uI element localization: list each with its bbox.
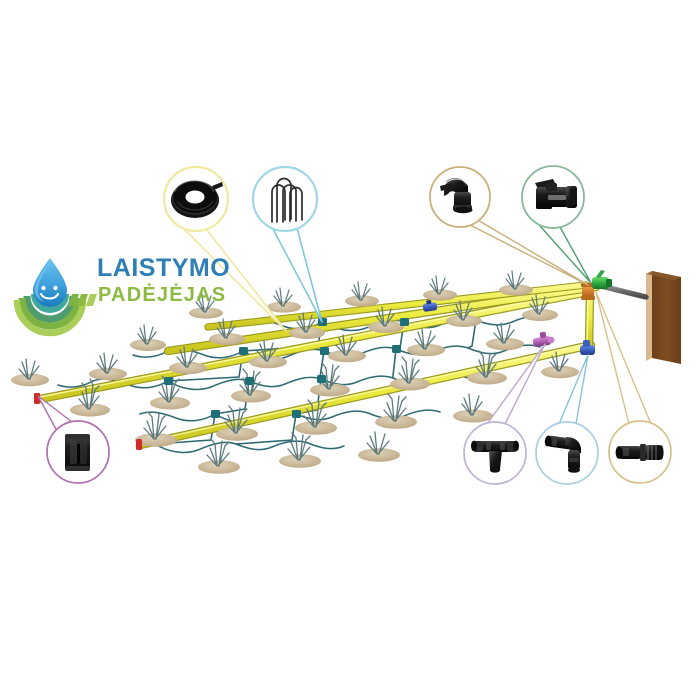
- black-tee-connector-icon: [471, 440, 519, 473]
- plant-cluster: [89, 352, 127, 381]
- plant-cluster: [279, 432, 321, 468]
- plant-cluster: [169, 346, 207, 375]
- teal-junction: [245, 377, 254, 385]
- plant-cluster: [423, 275, 457, 301]
- plant-cluster: [358, 431, 400, 462]
- brand-logo: [13, 258, 97, 337]
- plant-cluster: [267, 287, 301, 313]
- plant-cluster: [198, 438, 240, 474]
- plant-cluster: [453, 393, 493, 423]
- teal-junction: [164, 377, 173, 385]
- black-straight-coupling-icon: [615, 444, 664, 461]
- teal-junction: [400, 318, 409, 326]
- plant-cluster: [499, 270, 533, 296]
- plant-cluster: [328, 334, 366, 363]
- main-line-back: [35, 287, 593, 404]
- plant-cluster: [70, 378, 110, 417]
- callout-ground-stakes[interactable]: [251, 165, 319, 233]
- black-ball-valve-tap-icon: [535, 179, 577, 209]
- water-drop-icon: [33, 258, 67, 307]
- plant-cluster: [249, 340, 287, 369]
- callout-ring-elbow-connector: [535, 421, 599, 485]
- plant-cluster: [189, 293, 223, 319]
- plant-cluster: [407, 328, 445, 357]
- black-90-degree-elbow-icon: [440, 178, 473, 214]
- teal-junction: [292, 410, 301, 418]
- plant-cluster: [130, 324, 166, 351]
- plant-cluster: [368, 306, 404, 333]
- inline-fittings: [34, 270, 612, 450]
- callout-straight-coupling[interactable]: [608, 420, 672, 484]
- plant-cluster: [150, 375, 190, 410]
- smiley-face-icon: [39, 285, 60, 300]
- plant-cluster: [295, 399, 337, 435]
- teal-junction: [317, 375, 326, 383]
- green-tap-valve: [592, 270, 612, 289]
- callout-elbow-fitting[interactable]: [429, 166, 491, 228]
- teal-junction: [211, 410, 220, 418]
- plant-cluster: [289, 312, 325, 339]
- black-end-plug-icon: [65, 434, 90, 471]
- callout-tee-connector[interactable]: [463, 421, 527, 485]
- callout-elbow-connector[interactable]: [535, 421, 599, 485]
- plant-cluster: [345, 281, 379, 307]
- red-end-plug: [136, 439, 142, 450]
- plant-cluster: [216, 405, 258, 441]
- main-line-front: [135, 340, 596, 450]
- purple-tee-fitting: [532, 331, 555, 347]
- main-supply-lines: [35, 281, 601, 450]
- callout-leaders: [37, 218, 652, 432]
- teal-junction: [320, 347, 329, 355]
- plant-cluster: [390, 356, 430, 391]
- plant-cluster: [522, 294, 558, 321]
- blue-inline-connector: [422, 299, 438, 312]
- plant-cluster: [135, 411, 177, 447]
- logo-line-1: LAISTYMO: [97, 254, 231, 282]
- teal-junction: [239, 347, 248, 355]
- brick-wall-panel: [646, 271, 681, 364]
- logo-line-2: PADĖJĖJAS: [98, 284, 227, 306]
- plant-cluster: [231, 368, 271, 403]
- plant-rows: [11, 270, 579, 474]
- plant-cluster: [486, 322, 524, 351]
- logo-tick-marks: [68, 294, 97, 306]
- plant-cluster: [467, 350, 507, 385]
- plant-cluster: [375, 393, 417, 429]
- callout-end-plug[interactable]: [46, 420, 110, 484]
- black-elbow-connector-icon: [544, 435, 582, 473]
- callout-ball-valve[interactable]: [521, 165, 585, 229]
- irrigation-grid: [11, 270, 612, 474]
- black-hose-coil-icon: [171, 180, 223, 218]
- plant-cluster: [209, 318, 245, 345]
- plant-cluster: [310, 362, 350, 397]
- teal-junction: [392, 345, 401, 353]
- callout-hose-coil[interactable]: [162, 165, 230, 233]
- logo-wordmark: LAISTYMO PADĖJĖJAS: [97, 254, 231, 306]
- plant-cluster: [541, 351, 579, 379]
- plant-cluster: [446, 300, 482, 327]
- plant-cluster: [11, 358, 49, 387]
- blue-elbow-fitting: [580, 340, 595, 355]
- ground-stake-pegs-icon: [271, 177, 303, 223]
